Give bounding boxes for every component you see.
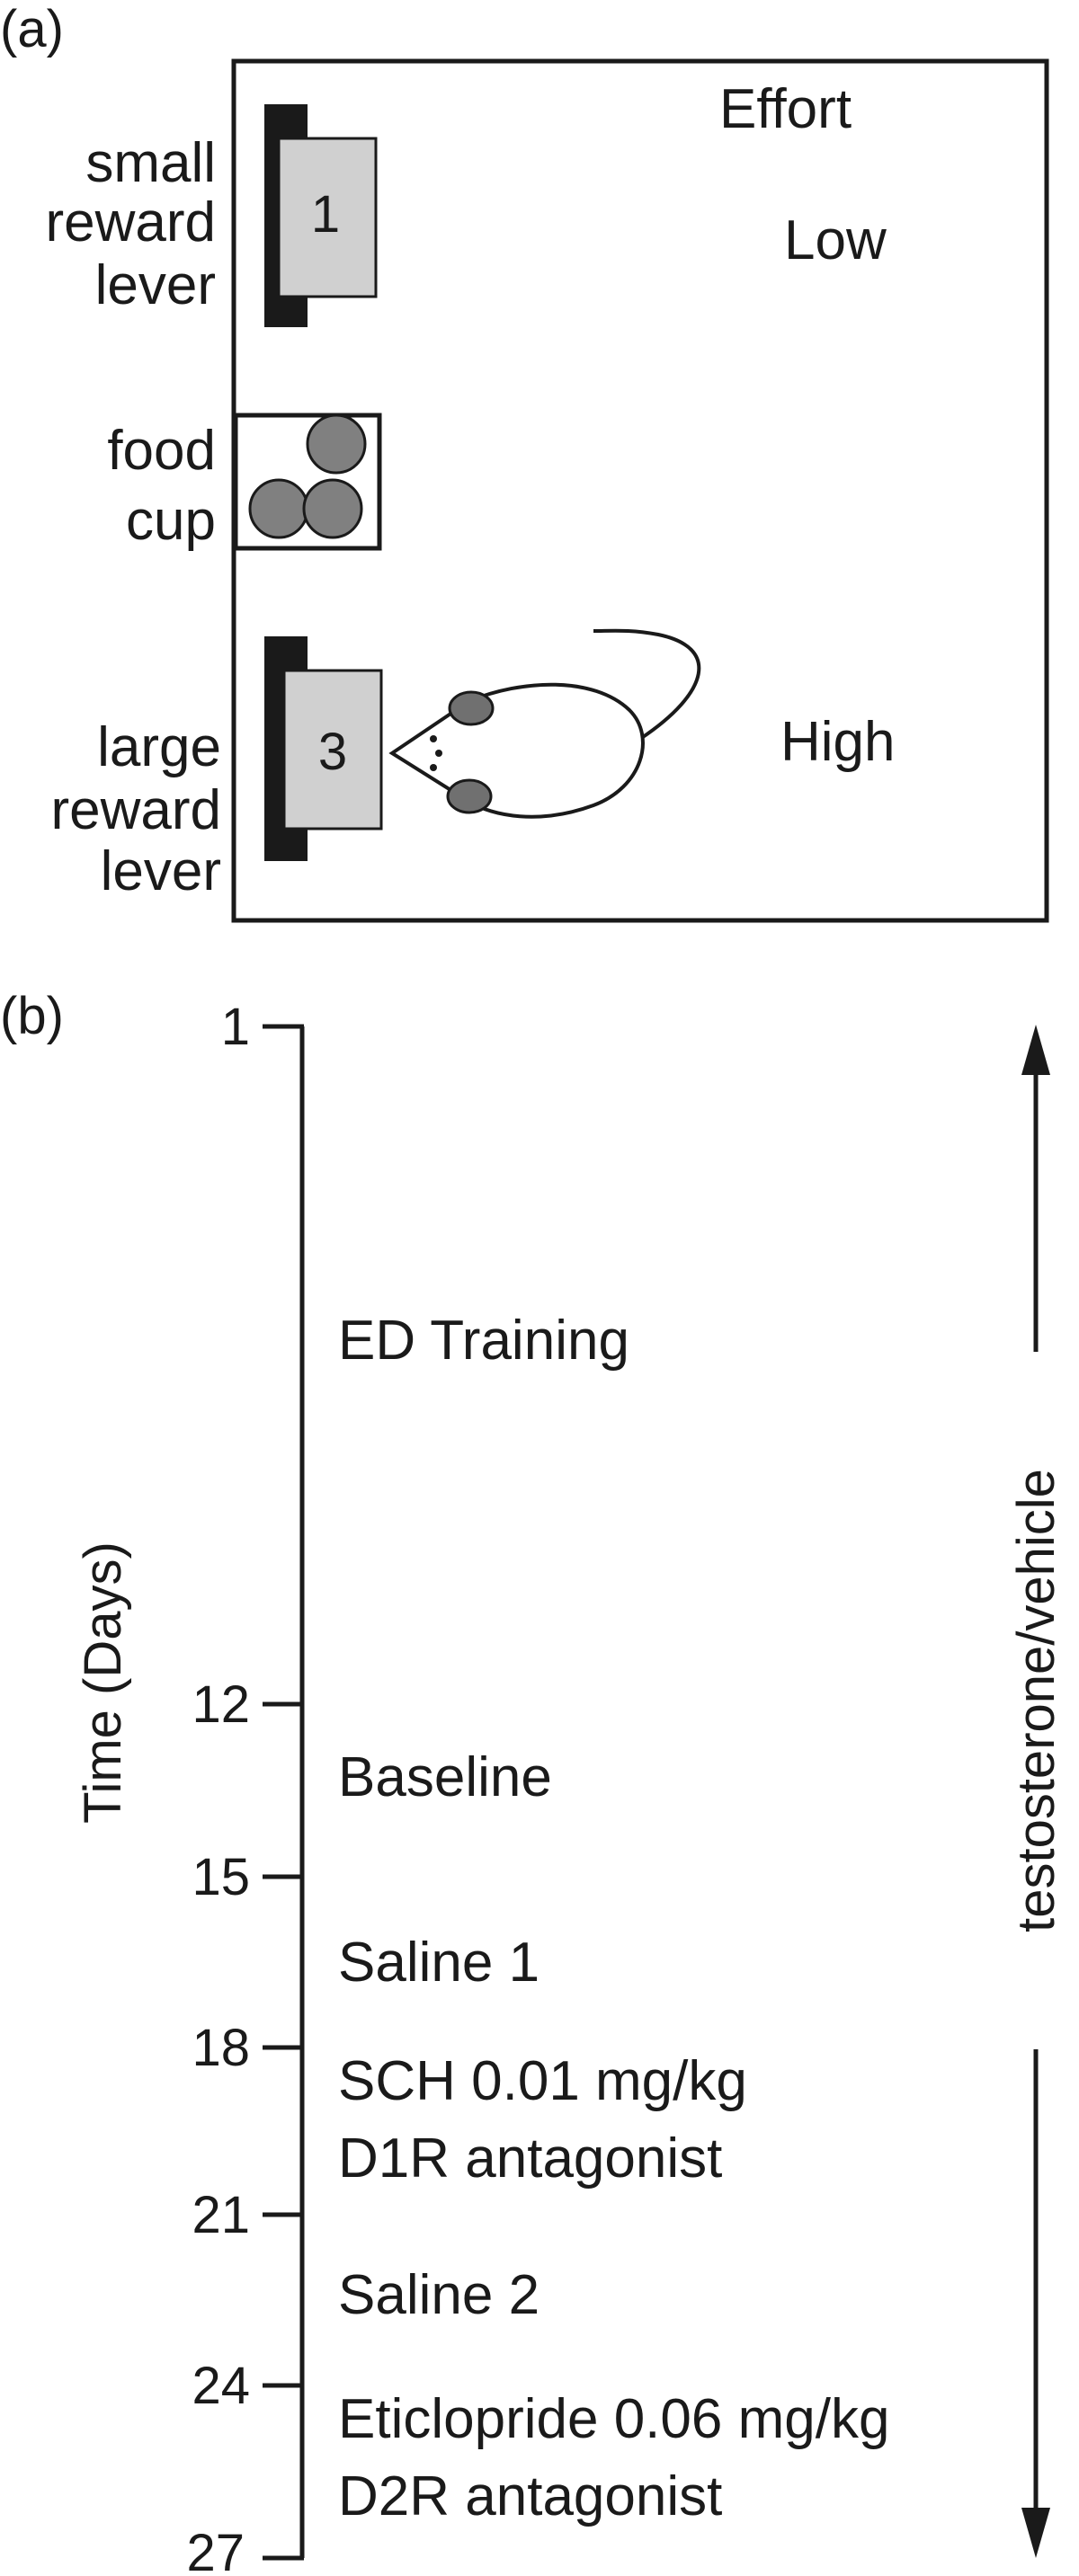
effort-high: High xyxy=(780,711,896,773)
tick-label: 15 xyxy=(192,1848,250,1906)
phase-eticlopride-dose: Eticlopride 0.06 mg/kg xyxy=(338,2388,889,2450)
treatment-arrow xyxy=(1021,1025,1050,2558)
small-lever-label-1: small xyxy=(85,132,216,194)
rat-eye xyxy=(430,764,437,771)
rat-ear xyxy=(448,690,495,726)
arrow-down-icon xyxy=(1021,2508,1050,2558)
small-lever-label-3: lever xyxy=(95,254,216,316)
rat-body xyxy=(388,682,645,819)
tick-label: 1 xyxy=(221,998,250,1056)
timeline-ticks xyxy=(263,1024,304,2561)
rat-icon xyxy=(388,628,701,819)
small-lever-paddle xyxy=(277,137,378,298)
panel-a-label: (a) xyxy=(0,0,64,58)
phase-ed-training: ED Training xyxy=(338,1310,629,1372)
effort-header: Effort xyxy=(719,78,852,140)
phase-sch-dose: SCH 0.01 mg/kg xyxy=(338,2050,747,2112)
food-cup-label-2: cup xyxy=(126,490,216,552)
tick-label: 21 xyxy=(192,2186,250,2244)
rat-eye xyxy=(430,735,437,742)
tick-label: 24 xyxy=(192,2357,250,2415)
phase-saline-1: Saline 1 xyxy=(338,1932,540,1994)
effort-low: Low xyxy=(784,209,887,271)
rat-eye xyxy=(435,750,442,757)
food-pellet xyxy=(306,413,367,475)
large-lever-value: 3 xyxy=(318,723,347,781)
large-lever-paddle xyxy=(282,669,383,831)
small-reward-lever: 1 xyxy=(264,104,378,327)
phase-saline-2: Saline 2 xyxy=(338,2264,540,2326)
phase-baseline: Baseline xyxy=(338,1746,552,1808)
food-cup xyxy=(233,413,382,551)
phase-sch-target: D1R antagonist xyxy=(338,2127,722,2190)
food-pellet xyxy=(302,478,363,539)
large-lever-label-1: large xyxy=(97,716,221,778)
tick-label: 18 xyxy=(192,2019,250,2077)
time-axis-title: Time (Days) xyxy=(74,1541,132,1824)
large-lever-label-2: reward xyxy=(50,779,221,841)
small-lever-value: 1 xyxy=(311,185,340,244)
rat-tail xyxy=(593,628,701,741)
panel-b-label: (b) xyxy=(0,987,64,1045)
tick-label: 12 xyxy=(192,1675,250,1734)
treatment-label: testosterone/vehicle xyxy=(1007,1469,1066,1932)
food-cup-frame xyxy=(233,413,382,551)
food-pellet xyxy=(248,478,309,539)
tick-label: 27 xyxy=(186,2524,245,2576)
small-lever-label-2: reward xyxy=(45,191,216,253)
rat-ear xyxy=(446,778,493,814)
phase-eticlopride-target: D2R antagonist xyxy=(338,2465,722,2527)
food-cup-label-1: food xyxy=(107,420,216,482)
large-reward-lever: 3 xyxy=(264,636,383,861)
arrow-up-icon xyxy=(1021,1025,1050,1075)
large-lever-label-3: lever xyxy=(101,840,221,902)
